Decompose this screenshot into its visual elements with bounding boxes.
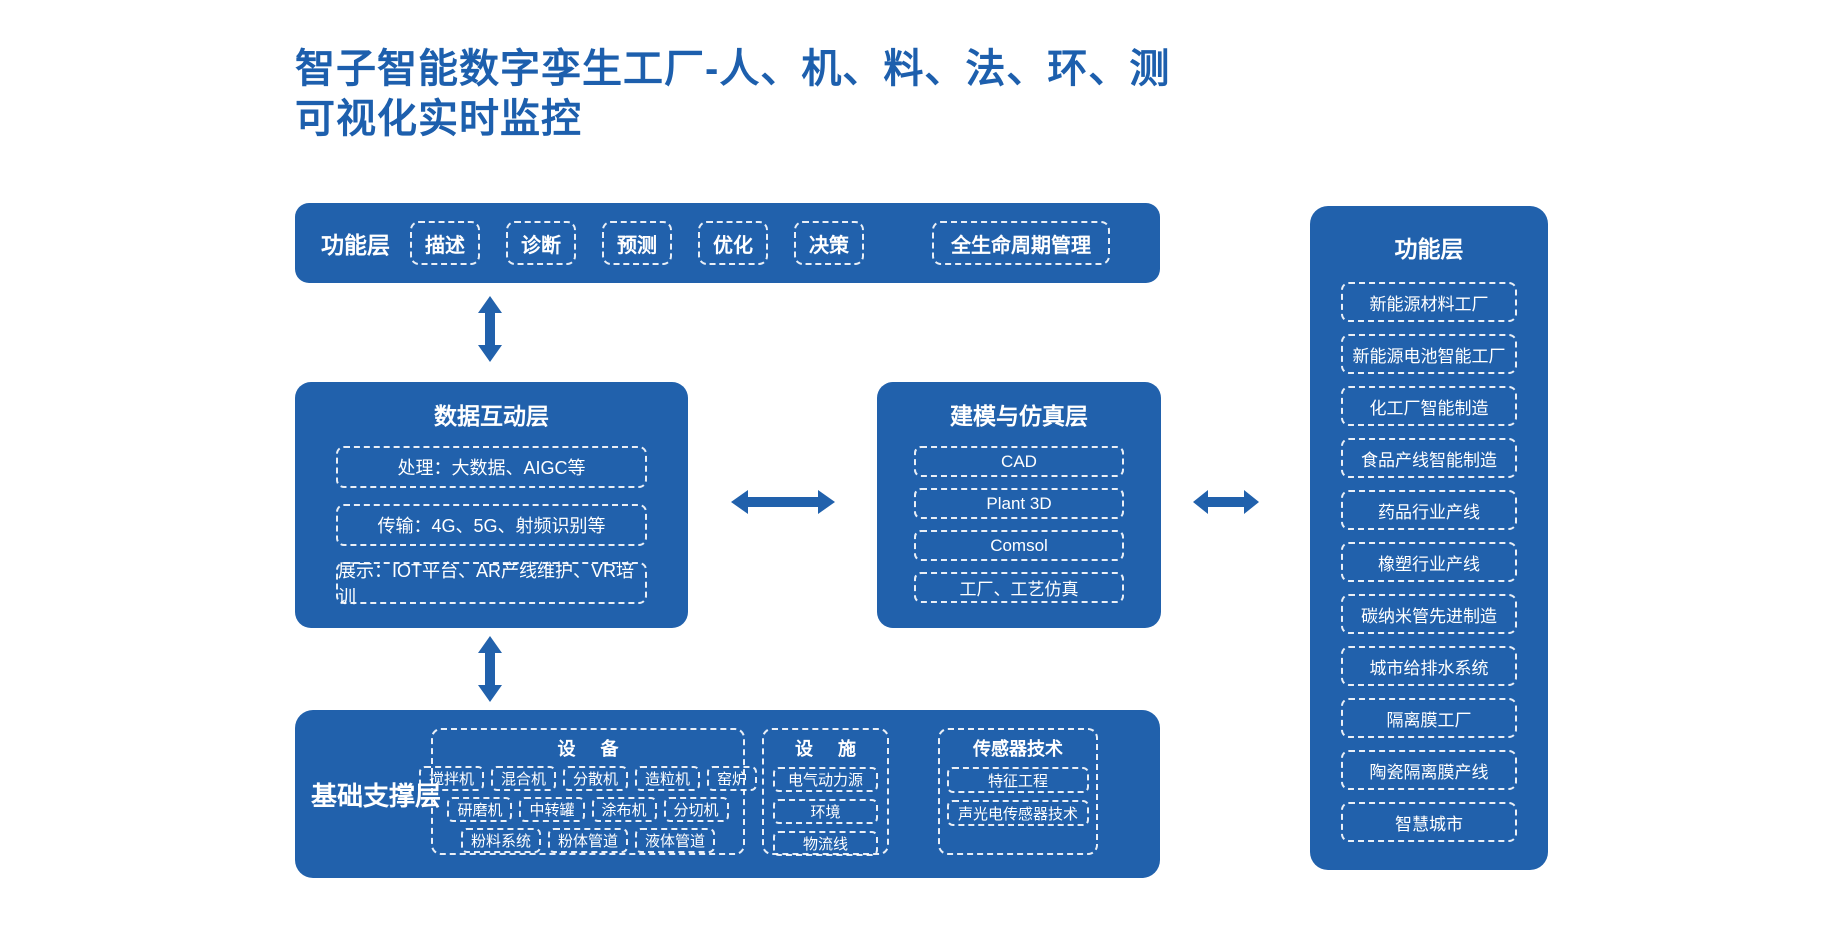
data-layer-item: 传输：4G、5G、射频识别等 <box>336 504 647 546</box>
modeling-layer-title: 建模与仿真层 <box>950 403 1088 429</box>
data-layer-item: 处理：大数据、AIGC等 <box>336 446 647 488</box>
application-item: 化工厂智能制造 <box>1341 386 1517 426</box>
application-item: 隔离膜工厂 <box>1341 698 1517 738</box>
data-layer-title: 数据互动层 <box>434 403 549 429</box>
double-arrow-horizontal-right-icon <box>1193 490 1259 514</box>
function-chip: 预测 <box>602 221 672 265</box>
function-layer-bar: 功能层 描述诊断预测优化决策 全生命周期管理 <box>295 203 1160 283</box>
application-item: 新能源电池智能工厂 <box>1341 334 1517 374</box>
double-arrow-horizontal-left-icon <box>731 490 835 514</box>
equipment-chip: 混合机 <box>490 766 556 791</box>
equipment-chip: 粉料系统 <box>460 828 541 853</box>
equipment-title: 设 备 <box>557 739 629 759</box>
page-title: 智子智能数字孪生工厂-人、机、料、法、环、测 可视化实时监控 <box>295 44 1170 144</box>
data-layer-item: 展示：IOT平台、AR产线维护、VR培训 <box>336 561 647 607</box>
facility-chip: 物流线 <box>773 831 878 856</box>
application-function-layer: 功能层 新能源材料工厂新能源电池智能工厂化工厂智能制造食品产线智能制造药品行业产… <box>1310 206 1548 870</box>
function-chip-list: 描述诊断预测优化决策 <box>410 221 864 265</box>
modeling-layer-item: Comsol <box>914 530 1124 561</box>
equipment-row-1: 搅拌机混合机分散机造粒机窑炉 <box>418 766 758 791</box>
data-layer-items: 处理：大数据、AIGC等传输：4G、5G、射频识别等展示：IOT平台、AR产线维… <box>336 446 647 607</box>
modeling-layer-item: 工厂、工艺仿真 <box>914 572 1124 603</box>
sensor-items: 特征工程声光电传感器技术 <box>940 767 1096 826</box>
function-chip: 决策 <box>794 221 864 265</box>
title-line1: 智子智能数字孪生工厂-人、机、料、法、环、测 <box>295 47 1171 91</box>
equipment-chip: 粉体管道 <box>547 828 628 853</box>
equipment-row-3: 粉料系统粉体管道液体管道 <box>460 828 716 853</box>
equipment-rows: 搅拌机混合机分散机造粒机窑炉 研磨机中转罐涂布机分切机 粉料系统粉体管道液体管道 <box>418 766 758 853</box>
application-item: 陶瓷隔离膜产线 <box>1341 750 1517 790</box>
sensor-title: 传感器技术 <box>973 739 1063 759</box>
equipment-chip: 涂布机 <box>591 797 657 822</box>
application-items: 新能源材料工厂新能源电池智能工厂化工厂智能制造食品产线智能制造药品行业产线橡塑行… <box>1341 282 1517 842</box>
data-interaction-layer: 数据互动层 处理：大数据、AIGC等传输：4G、5G、射频识别等展示：IOT平台… <box>295 382 688 628</box>
facility-section: 设 施 电气动力源环境物流线 <box>762 728 889 856</box>
equipment-chip: 搅拌机 <box>418 766 484 791</box>
equipment-row-2: 研磨机中转罐涂布机分切机 <box>447 797 729 822</box>
equipment-section: 设 备 搅拌机混合机分散机造粒机窑炉 研磨机中转罐涂布机分切机 粉料系统粉体管道… <box>418 728 758 855</box>
application-item: 橡塑行业产线 <box>1341 542 1517 582</box>
facility-title: 设 施 <box>794 739 866 759</box>
application-item: 碳纳米管先进制造 <box>1341 594 1517 634</box>
function-chip: 描述 <box>410 221 480 265</box>
function-layer-label: 功能层 <box>321 232 390 258</box>
function-chip: 诊断 <box>506 221 576 265</box>
double-arrow-vertical-top-icon <box>478 296 502 362</box>
modeling-layer-item: Plant 3D <box>914 488 1124 519</box>
application-layer-title: 功能层 <box>1394 236 1464 262</box>
facility-chip: 环境 <box>773 799 878 824</box>
sensor-section: 传感器技术 特征工程声光电传感器技术 <box>938 728 1098 855</box>
equipment-chip: 造粒机 <box>635 766 701 791</box>
application-item: 食品产线智能制造 <box>1341 438 1517 478</box>
application-item: 药品行业产线 <box>1341 490 1517 530</box>
equipment-chip: 研磨机 <box>447 797 513 822</box>
application-item: 新能源材料工厂 <box>1341 282 1517 322</box>
modeling-simulation-layer: 建模与仿真层 CAD Plant 3D Comsol 工厂、工艺仿真 <box>877 382 1161 628</box>
equipment-chip: 分切机 <box>663 797 729 822</box>
base-layer-label: 基础支撑层 <box>310 780 441 811</box>
modeling-layer-item: CAD <box>914 446 1124 477</box>
equipment-chip: 分散机 <box>563 766 629 791</box>
modeling-layer-items: CAD Plant 3D Comsol 工厂、工艺仿真 <box>914 446 1124 603</box>
function-chip: 优化 <box>698 221 768 265</box>
base-support-layer: 基础支撑层 设 备 搅拌机混合机分散机造粒机窑炉 研磨机中转罐涂布机分切机 粉料… <box>295 710 1160 878</box>
facility-items: 电气动力源环境物流线 <box>764 767 887 856</box>
application-item: 城市给排水系统 <box>1341 646 1517 686</box>
equipment-chip: 液体管道 <box>635 828 716 853</box>
title-line2: 可视化实时监控 <box>295 97 582 141</box>
equipment-chip: 中转罐 <box>519 797 585 822</box>
sensor-chip: 声光电传感器技术 <box>947 800 1089 826</box>
application-item: 智慧城市 <box>1341 802 1517 842</box>
facility-chip: 电气动力源 <box>773 767 878 792</box>
sensor-chip: 特征工程 <box>947 767 1089 793</box>
equipment-chip: 窑炉 <box>707 766 758 791</box>
double-arrow-vertical-bottom-icon <box>478 636 502 702</box>
lifecycle-management-chip: 全生命周期管理 <box>932 221 1110 265</box>
